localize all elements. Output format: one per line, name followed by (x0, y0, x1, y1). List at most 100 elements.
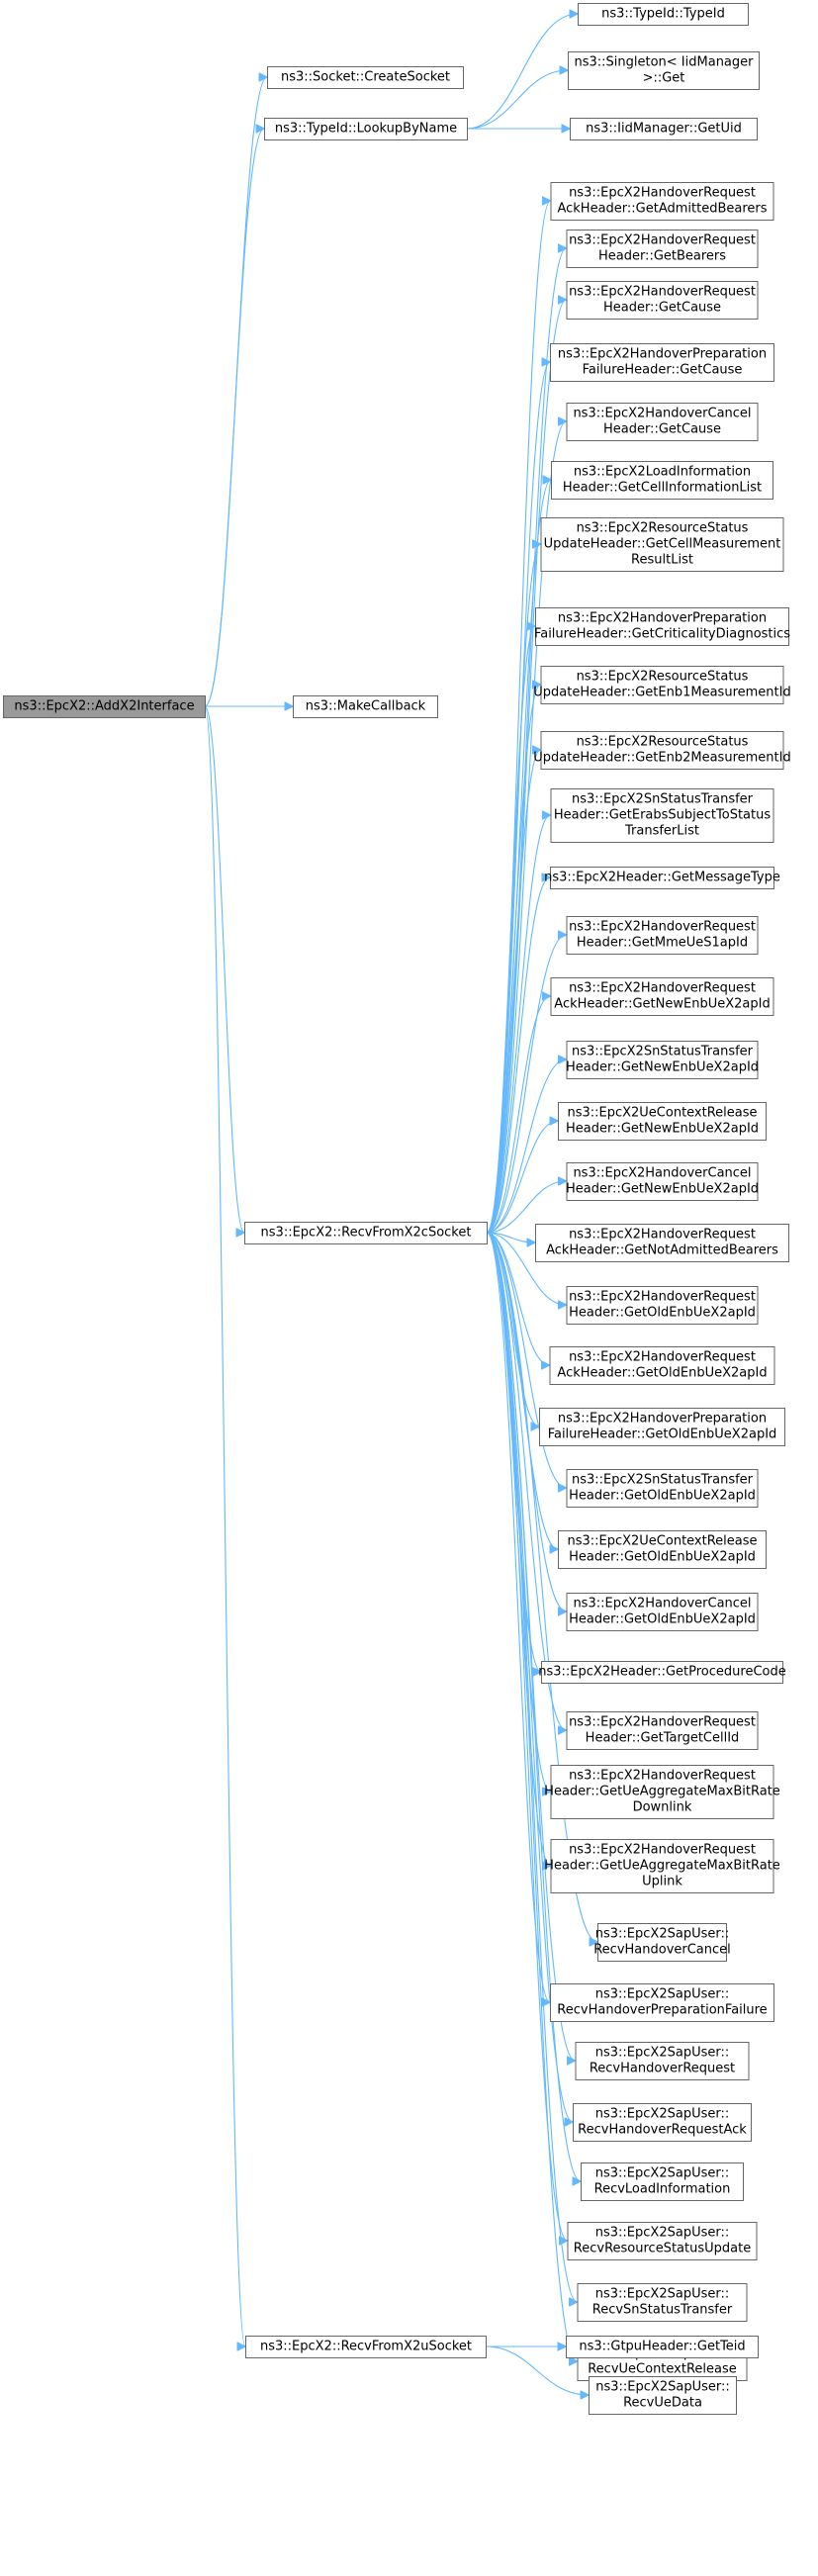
node-c22[interactable]: ns3::EpcX2UeContextReleaseHeader::GetOld… (558, 1530, 767, 1569)
node-c16[interactable]: ns3::EpcX2HandoverCancelHeader::GetNewEn… (566, 1162, 759, 1201)
node-box (541, 1661, 783, 1684)
node-label: ns3::EpcX2ResourceStatus (577, 521, 749, 536)
node-label: ns3::TypeId::LookupByName (275, 122, 457, 137)
node-label: Header::GetNewEnbUeX2apId (566, 1182, 759, 1197)
node-label: RecvSnStatusTransfer (592, 2303, 733, 2318)
node-c6[interactable]: ns3::EpcX2ResourceStatusUpdateHeader::Ge… (540, 517, 784, 572)
node-c13[interactable]: ns3::EpcX2HandoverRequestAckHeader::GetN… (550, 977, 774, 1016)
node-c18[interactable]: ns3::EpcX2HandoverRequestHeader::GetOldE… (566, 1286, 759, 1325)
node-box (573, 2103, 752, 2142)
node-singletonGet[interactable]: ns3::Singleton< IidManager>::Get (568, 51, 760, 90)
node-c28[interactable]: ns3::EpcX2SapUser::RecvHandoverCancel (593, 1923, 731, 1962)
node-c14[interactable]: ns3::EpcX2SnStatusTransferHeader::GetNew… (566, 1041, 759, 1079)
node-c12[interactable]: ns3::EpcX2HandoverRequestHeader::GetMmeU… (566, 916, 759, 955)
node-c8[interactable]: ns3::EpcX2ResourceStatusUpdateHeader::Ge… (533, 666, 791, 704)
node-label: RecvHandoverCancel (593, 1943, 731, 1958)
node-label: ns3::EpcX2SnStatusTransfer (572, 1473, 754, 1488)
node-c26[interactable]: ns3::EpcX2HandoverRequestHeader::GetUeAg… (544, 1765, 780, 1819)
node-box (558, 1102, 767, 1141)
node-c10[interactable]: ns3::EpcX2SnStatusTransferHeader::GetEra… (550, 788, 774, 843)
node-label: RecvLoadInformation (594, 2182, 731, 2197)
node-label: RecvUeData (623, 2396, 702, 2411)
edge-recvX2u-to-recvUeData (485, 2346, 589, 2395)
node-c25[interactable]: ns3::EpcX2HandoverRequestHeader::GetTarg… (566, 1711, 759, 1750)
node-box (577, 2283, 748, 2322)
node-box (550, 977, 774, 1016)
node-getUid[interactable]: ns3::IidManager::GetUid (570, 118, 758, 140)
node-c9[interactable]: ns3::EpcX2ResourceStatusUpdateHeader::Ge… (533, 731, 791, 770)
node-c11[interactable]: ns3::EpcX2Header::GetMessageType (544, 867, 780, 889)
node-c31[interactable]: ns3::EpcX2SapUser::RecvHandoverRequestAc… (573, 2103, 752, 2142)
node-c33[interactable]: ns3::EpcX2SapUser::RecvResourceStatusUpd… (567, 2222, 758, 2260)
node-label: ns3::EpcX2HandoverRequest (569, 186, 756, 201)
node-recvUeData[interactable]: ns3::EpcX2SapUser::RecvUeData (589, 2376, 737, 2415)
node-c32[interactable]: ns3::EpcX2SapUser::RecvLoadInformation (581, 2162, 744, 2201)
node-label: ns3::IidManager::GetUid (586, 122, 742, 137)
node-label: ns3::EpcX2HandoverRequest (569, 981, 756, 996)
node-c19[interactable]: ns3::EpcX2HandoverRequestAckHeader::GetO… (549, 1346, 775, 1385)
node-label: RecvResourceStatusUpdate (574, 2242, 751, 2256)
node-c27[interactable]: ns3::EpcX2HandoverRequestHeader::GetUeAg… (544, 1839, 780, 1893)
node-label: UpdateHeader::GetCellMeasurement (544, 537, 781, 552)
edge-recvX2c-to-c32 (486, 1232, 581, 2181)
edge-root-to-recvX2u (204, 705, 245, 2346)
node-c1[interactable]: ns3::EpcX2HandoverRequestHeader::GetBear… (566, 230, 759, 268)
edge-recvX2c-to-c15 (486, 1121, 558, 1234)
node-makeCallback[interactable]: ns3::MakeCallback (293, 695, 438, 718)
node-box (566, 1041, 759, 1079)
node-label: ns3::Socket::CreateSocket (281, 70, 450, 85)
node-label: ns3::EpcX2HandoverRequest (569, 920, 756, 935)
edge-lookupByName-to-typeId (466, 14, 578, 130)
node-box (566, 1469, 759, 1508)
node-box (550, 1765, 774, 1819)
node-label: ns3::EpcX2SnStatusTransfer (572, 1045, 754, 1059)
node-box (549, 1346, 775, 1385)
node-c21[interactable]: ns3::EpcX2SnStatusTransferHeader::GetOld… (566, 1469, 759, 1508)
node-label: Header::GetOldEnbUeX2apId (569, 1550, 756, 1565)
edge-recvX2c-to-c0 (486, 201, 551, 1234)
node-label: ns3::EpcX2SapUser:: (595, 2166, 729, 2181)
node-box (535, 1224, 789, 1262)
node-c30[interactable]: ns3::EpcX2SapUser::RecvHandoverRequest (575, 2042, 750, 2080)
node-c34[interactable]: ns3::EpcX2SapUser::RecvSnStatusTransfer (577, 2283, 748, 2322)
node-box (575, 2042, 750, 2080)
node-label: ns3::EpcX2ResourceStatus (577, 670, 749, 685)
node-c20[interactable]: ns3::EpcX2HandoverPreparationFailureHead… (539, 1408, 785, 1446)
node-label: ns3::EpcX2Header::GetProcedureCode (538, 1665, 785, 1680)
node-box (566, 1711, 759, 1750)
node-recvX2c[interactable]: ns3::EpcX2::RecvFromX2cSocket (244, 1222, 488, 1244)
node-c5[interactable]: ns3::EpcX2LoadInformationHeader::GetCell… (551, 461, 773, 500)
node-label: Uplink (642, 1875, 682, 1889)
node-c3[interactable]: ns3::EpcX2HandoverPreparationFailureHead… (550, 343, 774, 382)
node-label: ns3::EpcX2UeContextRelease (567, 1106, 757, 1121)
node-label: ns3::EpcX2HandoverRequest (569, 1843, 756, 1858)
node-c23[interactable]: ns3::EpcX2HandoverCancelHeader::GetOldEn… (566, 1593, 759, 1631)
node-label: ns3::EpcX2HandoverPreparation (558, 1412, 767, 1426)
edge-recvX2c-to-c5 (486, 480, 551, 1234)
node-recvX2u[interactable]: ns3::EpcX2::RecvFromX2uSocket (245, 2336, 487, 2358)
node-lookupByName[interactable]: ns3::TypeId::LookupByName (264, 118, 468, 140)
node-c15[interactable]: ns3::EpcX2UeContextReleaseHeader::GetNew… (558, 1102, 767, 1141)
node-box (550, 182, 774, 221)
node-root[interactable]: ns3::EpcX2::AddX2Interface (3, 695, 206, 718)
node-label: ns3::TypeId::TypeId (601, 7, 725, 22)
node-createSocket[interactable]: ns3::Socket::CreateSocket (267, 66, 464, 89)
node-box (568, 51, 760, 90)
node-label: AckHeader::GetOldEnbUeX2apId (557, 1366, 767, 1381)
node-c29[interactable]: ns3::EpcX2SapUser::RecvHandoverPreparati… (550, 1983, 774, 2022)
node-c0[interactable]: ns3::EpcX2HandoverRequestAckHeader::GetA… (550, 182, 774, 221)
node-label: Header::GetNewEnbUeX2apId (566, 1122, 759, 1137)
node-c17[interactable]: ns3::EpcX2HandoverRequestAckHeader::GetN… (535, 1224, 789, 1262)
node-c24[interactable]: ns3::EpcX2Header::GetProcedureCode (538, 1661, 786, 1684)
node-label: UpdateHeader::GetEnb2MeasurementId (533, 751, 790, 766)
node-c7[interactable]: ns3::EpcX2HandoverPreparationFailureHead… (534, 607, 790, 646)
node-label: Header::GetOldEnbUeX2apId (569, 1489, 756, 1504)
node-label: Header::GetOldEnbUeX2apId (569, 1612, 756, 1627)
node-c2[interactable]: ns3::EpcX2HandoverRequestHeader::GetCaus… (566, 281, 759, 320)
node-typeId[interactable]: ns3::TypeId::TypeId (578, 3, 749, 26)
call-edges (204, 14, 597, 2395)
edge-recvX2c-to-c24 (486, 1232, 541, 1672)
node-getTeid[interactable]: ns3::GtpuHeader::GetTeid (566, 2336, 759, 2358)
